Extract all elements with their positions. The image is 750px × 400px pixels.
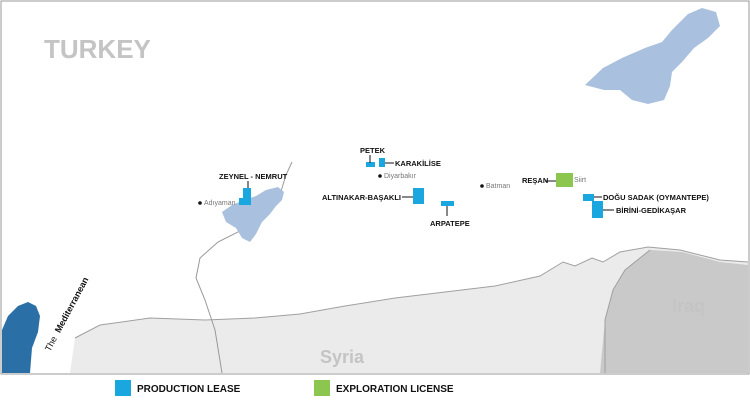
legend-label-production: PRODUCTION LEASE [137, 384, 241, 395]
field-marker-zeynel-nemrut-b [239, 198, 244, 205]
city-dot-adiyaman [198, 201, 202, 205]
ataturk-reservoir [222, 187, 284, 242]
syria-region [70, 247, 748, 373]
field-marker-karakilise [379, 158, 385, 167]
iraq-border [604, 249, 651, 373]
city-label-diyarbakir: Diyarbakır [384, 173, 417, 180]
country-label-iraq: Iraq [672, 296, 705, 316]
field-label-zeynel-nemrut: ZEYNEL - NEMRUT [219, 172, 288, 181]
legend-label-exploration: EXPLORATION LICENSE [336, 384, 454, 395]
country-label-turkey: TURKEY [44, 34, 151, 64]
legend-swatch-exploration [314, 380, 330, 396]
field-label-birini-gedikasar: BİRİNİ-GEDİKAŞAR [616, 206, 687, 215]
iraq-region [600, 250, 748, 373]
country-label-syria: Syria [320, 347, 365, 367]
field-label-resan: REŞAN [522, 176, 548, 185]
legend: PRODUCTION LEASE EXPLORATION LICENSE [115, 380, 454, 396]
field-marker-zeynel-nemrut [243, 188, 251, 205]
field-marker-birini-gedikasar [592, 201, 603, 218]
field-label-dogu-sadak: DOĞU SADAK (OYMANTEPE) [603, 193, 709, 202]
field-marker-altinakar-basakli [413, 188, 424, 204]
legend-swatch-production [115, 380, 131, 396]
field-marker-dogu-sadak [583, 194, 594, 201]
field-label-petek: PETEK [360, 146, 386, 155]
city-label-adiyaman: Adıyaman [204, 200, 236, 207]
field-label-arpatepe: ARPATEPE [430, 219, 470, 228]
city-label-siirt: Siirt [574, 177, 586, 184]
syria-border [74, 246, 749, 339]
field-marker-petek [366, 162, 375, 167]
field-marker-resan [556, 173, 573, 187]
field-label-karakilise: KARAKİLİSE [395, 159, 441, 168]
field-marker-arpatepe [441, 201, 454, 206]
mediterranean-sea [2, 302, 40, 373]
city-dot-batman [480, 184, 484, 188]
city-label-batman: Batman [486, 183, 510, 190]
field-label-altinakar-basakli: ALTINAKAR-BAŞAKLI [322, 193, 401, 202]
lake-van [585, 8, 720, 104]
city-dot-diyarbakir [378, 174, 382, 178]
